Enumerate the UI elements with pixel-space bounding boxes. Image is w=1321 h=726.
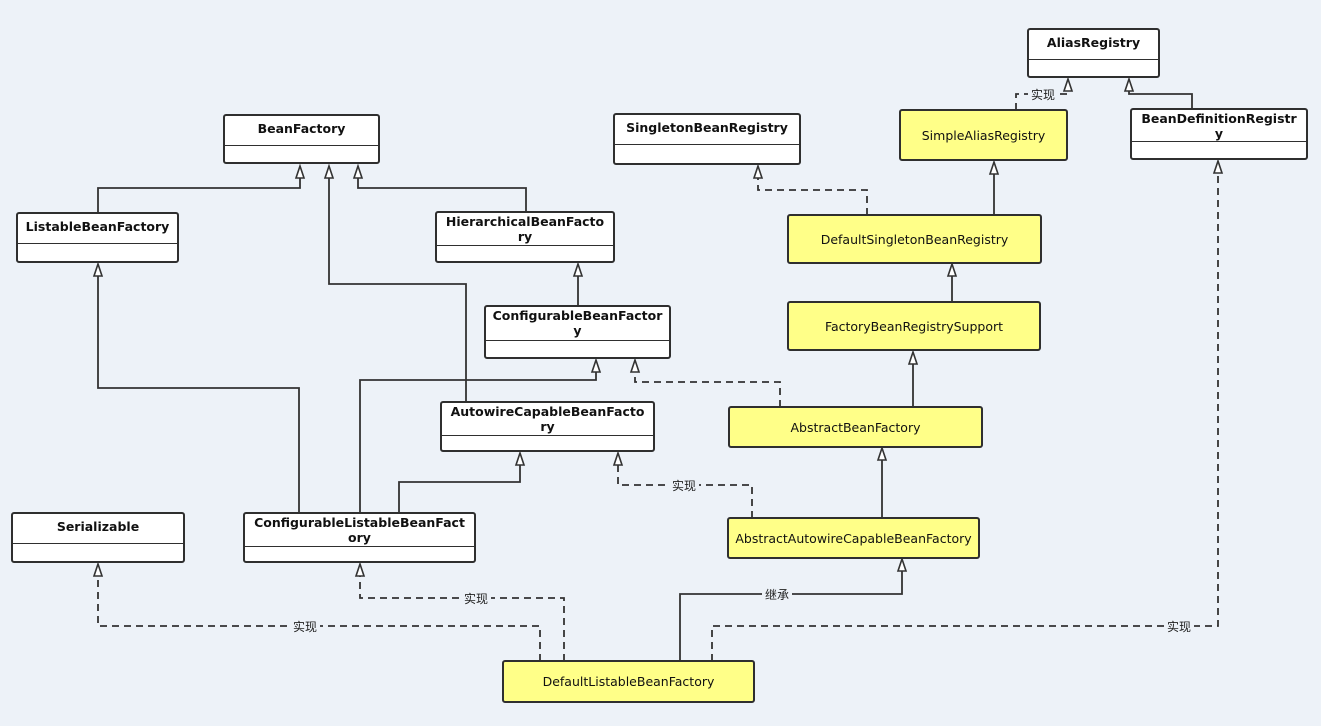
node-hierarchical-bean-factory[interactable]: HierarchicalBeanFactory	[435, 211, 615, 263]
arrowhead	[629, 357, 641, 373]
node-title: ConfigurableBeanFactory	[486, 307, 669, 341]
edge-dlbf-to-configlistable	[359, 566, 565, 661]
node-title: BeanDefinitionRegistry	[1132, 110, 1306, 142]
edge-defsingleton-to-singletonregistry	[757, 168, 868, 215]
arrowhead	[572, 261, 584, 277]
label-implements: 实现	[1031, 87, 1055, 102]
arrowhead	[612, 450, 624, 466]
node-title: ListableBeanFactory	[18, 214, 177, 244]
edge-dlbf-to-bdr	[711, 163, 1219, 661]
edge-dlbf-to-serializable	[97, 566, 541, 661]
label-implements: 实现	[672, 478, 696, 493]
edge-configlistable-to-autowire	[398, 455, 521, 513]
label-implements: 实现	[464, 591, 488, 606]
arrowhead	[1062, 76, 1074, 92]
node-singleton-bean-registry[interactable]: SingletonBeanRegistry	[613, 113, 801, 165]
arrowhead	[988, 159, 1000, 175]
edge-dlbf-to-aacbf	[679, 561, 903, 661]
arrowhead	[354, 561, 366, 577]
node-title: AliasRegistry	[1029, 30, 1158, 60]
node-serializable[interactable]: Serializable	[11, 512, 185, 563]
edge-hierarchical-to-beanfactory	[357, 168, 527, 213]
arrowhead	[323, 163, 335, 179]
arrowhead	[1123, 76, 1135, 92]
arrowhead	[92, 561, 104, 577]
node-title: BeanFactory	[225, 116, 378, 146]
arrowhead	[752, 163, 764, 179]
label-extends: 继承	[765, 588, 789, 602]
label-implements: 实现	[1167, 619, 1191, 634]
arrowhead	[876, 445, 888, 461]
node-alias-registry[interactable]: AliasRegistry	[1027, 28, 1160, 78]
node-default-singleton-bean-registry[interactable]: DefaultSingletonBeanRegistry	[787, 214, 1042, 264]
node-title: AutowireCapableBeanFactory	[442, 403, 653, 436]
arrowhead	[352, 163, 364, 179]
arrowhead	[514, 450, 526, 466]
node-abstract-bean-factory[interactable]: AbstractBeanFactory	[728, 406, 983, 448]
edge-abf-to-configurable	[634, 362, 781, 407]
node-configurable-listable-bean-factory[interactable]: ConfigurableListableBeanFactory	[243, 512, 476, 563]
node-title: SimpleAliasRegistry	[921, 127, 1046, 143]
edge-configlistable-to-listable	[97, 266, 300, 513]
node-title: AbstractBeanFactory	[790, 419, 921, 435]
node-listable-bean-factory[interactable]: ListableBeanFactory	[16, 212, 179, 263]
node-title: SingletonBeanRegistry	[615, 115, 799, 145]
node-title: HierarchicalBeanFactory	[437, 213, 613, 246]
node-title: DefaultSingletonBeanRegistry	[820, 231, 1009, 247]
node-title: FactoryBeanRegistrySupport	[824, 318, 1004, 334]
node-abstract-autowire-capable-bean-factory[interactable]: AbstractAutowireCapableBeanFactory	[727, 517, 980, 559]
arrowhead	[946, 261, 958, 277]
label-implements: 实现	[293, 619, 317, 634]
node-title: ConfigurableListableBeanFactory	[245, 514, 474, 547]
edge-autowire-to-beanfactory	[328, 168, 467, 402]
node-title: DefaultListableBeanFactory	[542, 674, 715, 689]
arrowhead	[896, 556, 908, 572]
node-title: Serializable	[13, 514, 183, 544]
node-default-listable-bean-factory[interactable]: DefaultListableBeanFactory	[502, 660, 755, 703]
node-autowire-capable-bean-factory[interactable]: AutowireCapableBeanFactory	[440, 401, 655, 452]
node-simple-alias-registry[interactable]: SimpleAliasRegistry	[899, 109, 1068, 161]
arrowhead	[92, 261, 104, 277]
arrowhead	[294, 163, 306, 179]
node-title: AbstractAutowireCapableBeanFactory	[735, 530, 972, 546]
node-factory-bean-registry-support[interactable]: FactoryBeanRegistrySupport	[787, 301, 1041, 351]
edge-aliasregistry-bdr	[1128, 81, 1193, 110]
arrowhead	[907, 349, 919, 365]
arrowhead	[1212, 158, 1224, 174]
node-bean-definition-registry[interactable]: BeanDefinitionRegistry	[1130, 108, 1308, 160]
node-bean-factory[interactable]: BeanFactory	[223, 114, 380, 164]
node-configurable-bean-factory[interactable]: ConfigurableBeanFactory	[484, 305, 671, 359]
edge-listable-to-beanfactory	[97, 168, 301, 213]
arrowhead	[590, 357, 602, 373]
